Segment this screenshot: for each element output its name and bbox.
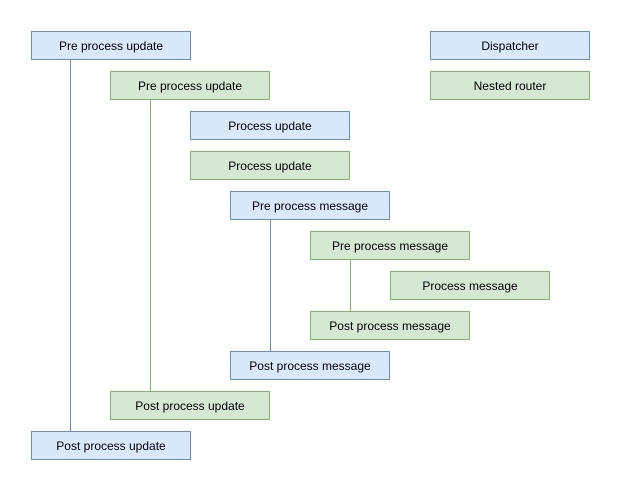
node-router-pre-process-message: Pre process message [310,231,470,260]
node-label: Process message [422,278,518,293]
node-dispatcher-pre-process-message: Pre process message [230,191,390,220]
node-label: Process update [228,158,312,173]
node-nested-router: Nested router [430,71,590,100]
edge-dispatcher-message [270,220,271,351]
node-label: Post process update [56,438,166,453]
node-label: Dispatcher [481,38,539,53]
edge-dispatcher-update [70,60,71,431]
node-label: Post process update [135,398,245,413]
node-label: Pre process message [331,238,449,253]
node-router-process-update: Process update [190,151,350,180]
node-label: Pre process update [58,38,164,53]
node-dispatcher-post-process-update: Post process update [31,431,191,460]
node-router-post-process-message: Post process message [310,311,470,340]
node-label: Process update [228,118,312,133]
node-label: Post process message [329,318,451,333]
node-dispatcher-post-process-message: Post process message [230,351,390,380]
node-label: Pre process message [251,198,369,213]
node-label: Pre process update [137,78,243,93]
node-router-process-message: Process message [390,271,550,300]
node-dispatcher-process-update: Process update [190,111,350,140]
node-dispatcher-pre-process-update: Pre process update [31,31,191,60]
node-label: Nested router [473,78,547,93]
node-router-post-process-update: Post process update [110,391,270,420]
edge-router-message [350,260,351,311]
node-router-pre-process-update: Pre process update [110,71,270,100]
edge-router-update [150,100,151,391]
node-label: Post process message [249,358,371,373]
node-dispatcher: Dispatcher [430,31,590,60]
